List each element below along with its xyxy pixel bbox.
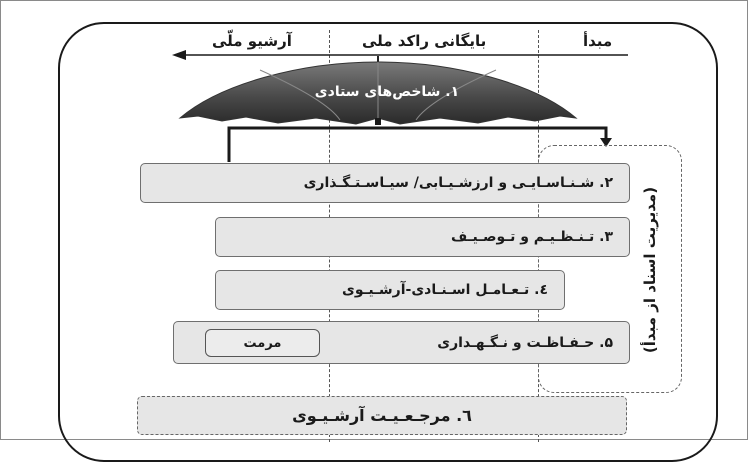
column-heading-national-archive: آرشیو ملّی — [212, 32, 292, 50]
origin-records-management-panel — [538, 145, 682, 393]
diagram-graphics — [172, 50, 628, 162]
sub-box-restoration: مرمت — [205, 329, 320, 357]
umbrella-icon — [178, 56, 578, 125]
diagram-frame — [0, 0, 748, 440]
step-box-archival-reference: ٦. مرجـعـیـت آرشـیـوی — [137, 396, 627, 435]
arrow-down-icon — [227, 126, 612, 162]
step-box-arrangement-description: ۳. تـنـظـیـم و تـوصـیـف — [215, 217, 630, 257]
step-box-preservation-label: ۵. حـفـاظـت و نـگـهـداری — [437, 334, 613, 351]
arrow-left-icon — [172, 50, 628, 60]
umbrella-label: ۱. شاخص‌های ستادی — [314, 84, 460, 100]
step-box-records-archive-interaction: ٤. تـعـامـل اسـنـادی-آرشـیـوی — [215, 270, 565, 310]
column-heading-origin: مبدأ — [583, 32, 613, 50]
column-heading-semi-active-archive: بایگانی راکد ملی — [362, 32, 487, 50]
step-box-appraisal-policy: ۲. شـنـاسـایـی و ارزشـیـابی/ سیـاسـتـگـذ… — [140, 163, 630, 203]
